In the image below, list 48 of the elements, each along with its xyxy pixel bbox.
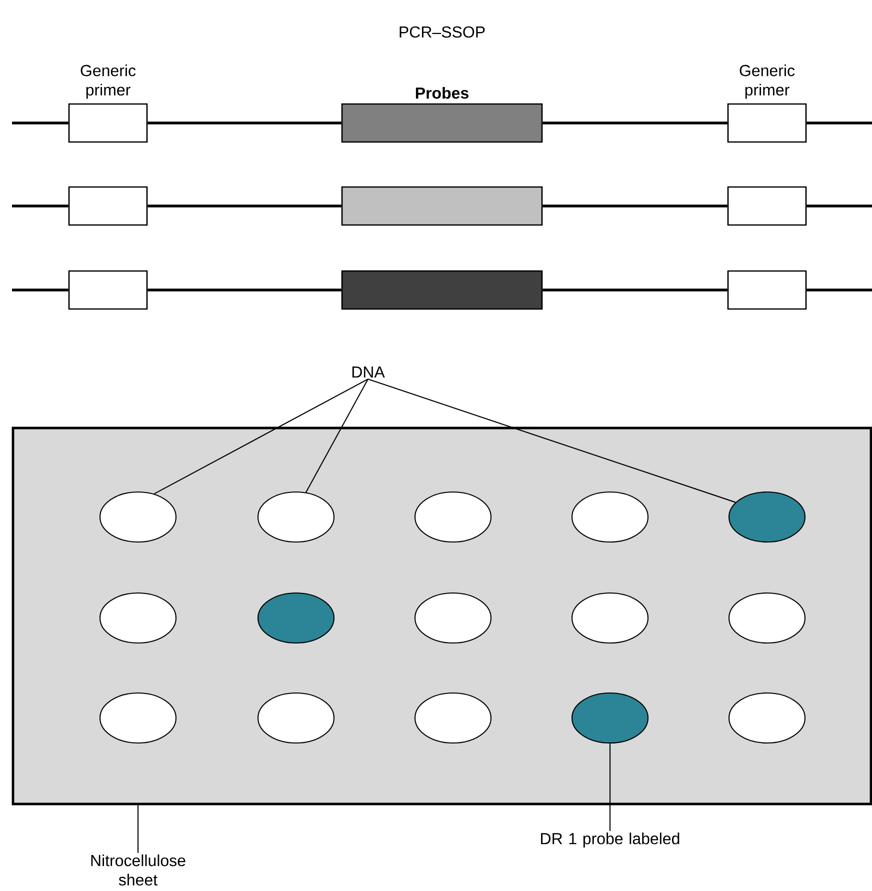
dna-spot (571, 592, 649, 644)
title: PCR–SSOP (400, 26, 485, 38)
dna-strand (542, 204, 728, 208)
dna-strand (148, 122, 342, 124)
dna-spot (99, 592, 177, 644)
dna-spot (257, 592, 335, 644)
dna-spot (728, 692, 806, 744)
label: Nitrocellulose sheet (91, 854, 186, 886)
primer-box (727, 186, 807, 226)
leader-line (137, 805, 139, 853)
leader-line (306, 378, 368, 493)
primer-box (727, 270, 807, 310)
dna-spot (257, 491, 335, 543)
dna-spot (99, 491, 177, 543)
leader-line (609, 744, 611, 831)
dna-strand (148, 288, 342, 292)
dna-spot (414, 692, 492, 744)
dna-spot (414, 592, 492, 644)
leader-line (154, 378, 368, 494)
dna-spot (99, 692, 177, 744)
primer-box: Generic primer (727, 64, 807, 143)
primer-box (68, 186, 148, 226)
label: DNA (352, 366, 385, 378)
dna-strand (806, 204, 872, 208)
node-label: Probes (416, 86, 468, 99)
dna-strand (148, 204, 342, 208)
primer-box: Generic primer (68, 64, 148, 143)
dna-strand (12, 288, 68, 292)
leader-line (368, 378, 736, 503)
label: DR 1 probe labeled (541, 832, 680, 848)
dna-strand (806, 122, 872, 124)
dna-strand (542, 122, 728, 124)
dna-spot (571, 692, 649, 744)
dna-spot (257, 692, 335, 744)
node-label: Generic primer (80, 64, 136, 99)
probe-box: Probes (341, 87, 543, 143)
primer-box (68, 270, 148, 310)
dna-spot (571, 491, 649, 543)
probe-box (341, 270, 543, 310)
dna-spot (414, 491, 492, 543)
dna-spot (728, 592, 806, 644)
probe-box (341, 186, 543, 226)
dna-strand (12, 204, 68, 208)
dna-strand (12, 122, 68, 124)
node-label: Generic primer (740, 64, 795, 99)
dna-strand (542, 288, 728, 292)
dna-strand (806, 288, 872, 292)
dna-spot (728, 491, 806, 543)
